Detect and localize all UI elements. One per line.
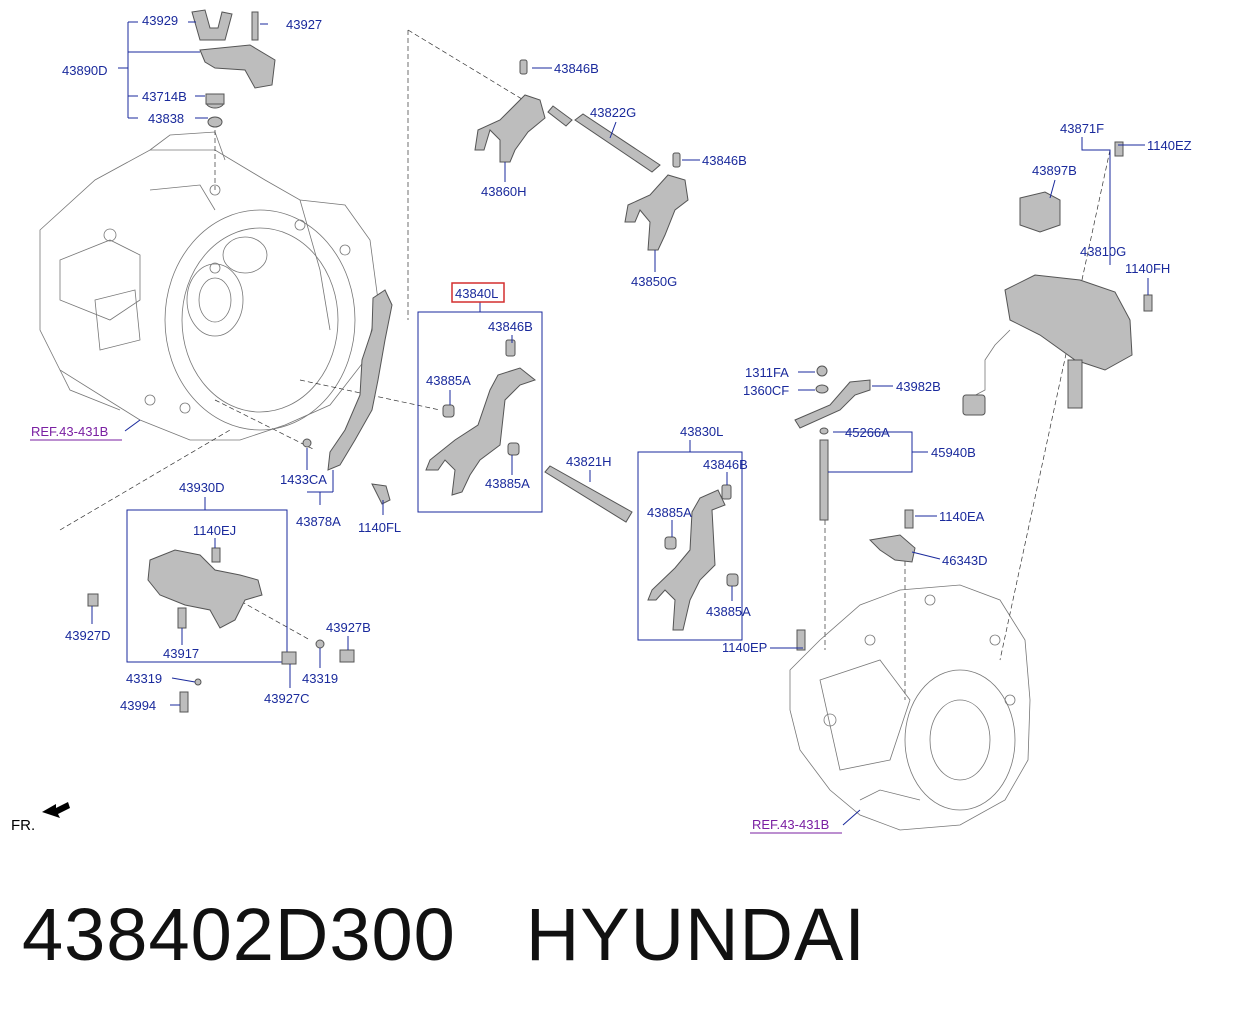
label-1140EJ[interactable]: 1140EJ: [193, 523, 236, 538]
label-1311FA[interactable]: 1311FA: [745, 365, 789, 380]
label-1140EP[interactable]: 1140EP: [722, 640, 767, 655]
label-43846B-second[interactable]: 43846B: [702, 153, 747, 168]
label-1140EZ[interactable]: 1140EZ: [1147, 138, 1192, 153]
front-direction-label: FR.: [11, 817, 35, 834]
bracket-43890D: [191, 9, 276, 128]
label-43927D[interactable]: 43927D: [65, 628, 111, 643]
label-43871F[interactable]: 43871F: [1060, 121, 1104, 136]
transmission-case-left: [39, 131, 379, 441]
transmission-case-right: [789, 584, 1031, 831]
caption: 438402D300 HYUNDAI: [22, 892, 866, 977]
label-43860H[interactable]: 43860H: [481, 184, 527, 199]
label-45940B[interactable]: 45940B: [931, 445, 976, 460]
bracket-43982B: [794, 365, 916, 651]
label-1140FH[interactable]: 1140FH: [1125, 261, 1170, 276]
part-labels: 43929 43927 43890D 43714B 43838 43846B 4…: [11, 13, 1192, 834]
shift-rail-43822G: [574, 113, 661, 173]
part-number: 438402D300: [22, 893, 456, 976]
label-43885A-upper[interactable]: 43885A: [426, 373, 471, 388]
leader-lines: [91, 21, 1149, 826]
label-1360CF[interactable]: 1360CF: [743, 383, 789, 398]
label-43885A-right-lower[interactable]: 43885A: [706, 604, 751, 619]
label-43830L[interactable]: 43830L: [680, 424, 723, 439]
shift-lever-43878A: [302, 289, 393, 505]
label-43929[interactable]: 43929: [142, 13, 178, 28]
label-43822G[interactable]: 43822G: [590, 105, 636, 120]
label-43319-left[interactable]: 43319: [126, 671, 162, 686]
shift-fork-43830L: [647, 484, 739, 631]
label-43319-right[interactable]: 43319: [302, 671, 338, 686]
label-43714B[interactable]: 43714B: [142, 89, 187, 104]
ref-label-right[interactable]: REF.43-431B: [752, 817, 829, 832]
label-1140FL[interactable]: 1140FL: [358, 520, 401, 535]
group-box-43830L: [637, 440, 743, 641]
label-1433CA[interactable]: 1433CA: [280, 472, 327, 487]
brand-name: HYUNDAI: [525, 893, 866, 976]
label-43917[interactable]: 43917: [163, 646, 199, 661]
label-43897B[interactable]: 43897B: [1032, 163, 1077, 178]
label-43885A-lower[interactable]: 43885A: [485, 476, 530, 491]
label-46343D[interactable]: 46343D: [942, 553, 988, 568]
label-43838[interactable]: 43838: [148, 111, 184, 126]
label-43885A-right-upper[interactable]: 43885A: [647, 505, 692, 520]
label-43927B[interactable]: 43927B: [326, 620, 371, 635]
label-43846B-top[interactable]: 43846B: [554, 61, 599, 76]
shift-rail-43821H: [544, 465, 633, 523]
shift-fork-43850G: [624, 152, 689, 251]
label-43850G[interactable]: 43850G: [631, 274, 677, 289]
label-43927[interactable]: 43927: [286, 17, 322, 32]
label-43994[interactable]: 43994: [120, 698, 156, 713]
label-43846B-right[interactable]: 43846B: [703, 457, 748, 472]
label-45266A[interactable]: 45266A: [845, 425, 890, 440]
label-43878A[interactable]: 43878A: [296, 514, 341, 529]
shift-fork-43860H: [474, 59, 573, 163]
front-arrow-icon: [42, 802, 70, 818]
label-43846B-group[interactable]: 43846B: [488, 319, 533, 334]
label-43927C[interactable]: 43927C: [264, 691, 310, 706]
label-43821H[interactable]: 43821H: [566, 454, 612, 469]
label-43810G[interactable]: 43810G: [1080, 244, 1126, 259]
highlight-box-43840L: [451, 282, 505, 303]
group-box-43840L: [417, 302, 543, 513]
label-43890D[interactable]: 43890D: [62, 63, 108, 78]
shift-control-43930D: [87, 547, 355, 713]
label-43982B[interactable]: 43982B: [896, 379, 941, 394]
label-43930D[interactable]: 43930D: [179, 480, 225, 495]
ref-label-left[interactable]: REF.43-431B: [31, 424, 108, 439]
actuator-43810G: [962, 141, 1153, 416]
label-1140EA[interactable]: 1140EA: [939, 509, 985, 524]
label-43840L[interactable]: 43840L: [455, 286, 498, 301]
shift-fork-43840L[interactable]: [425, 339, 537, 496]
